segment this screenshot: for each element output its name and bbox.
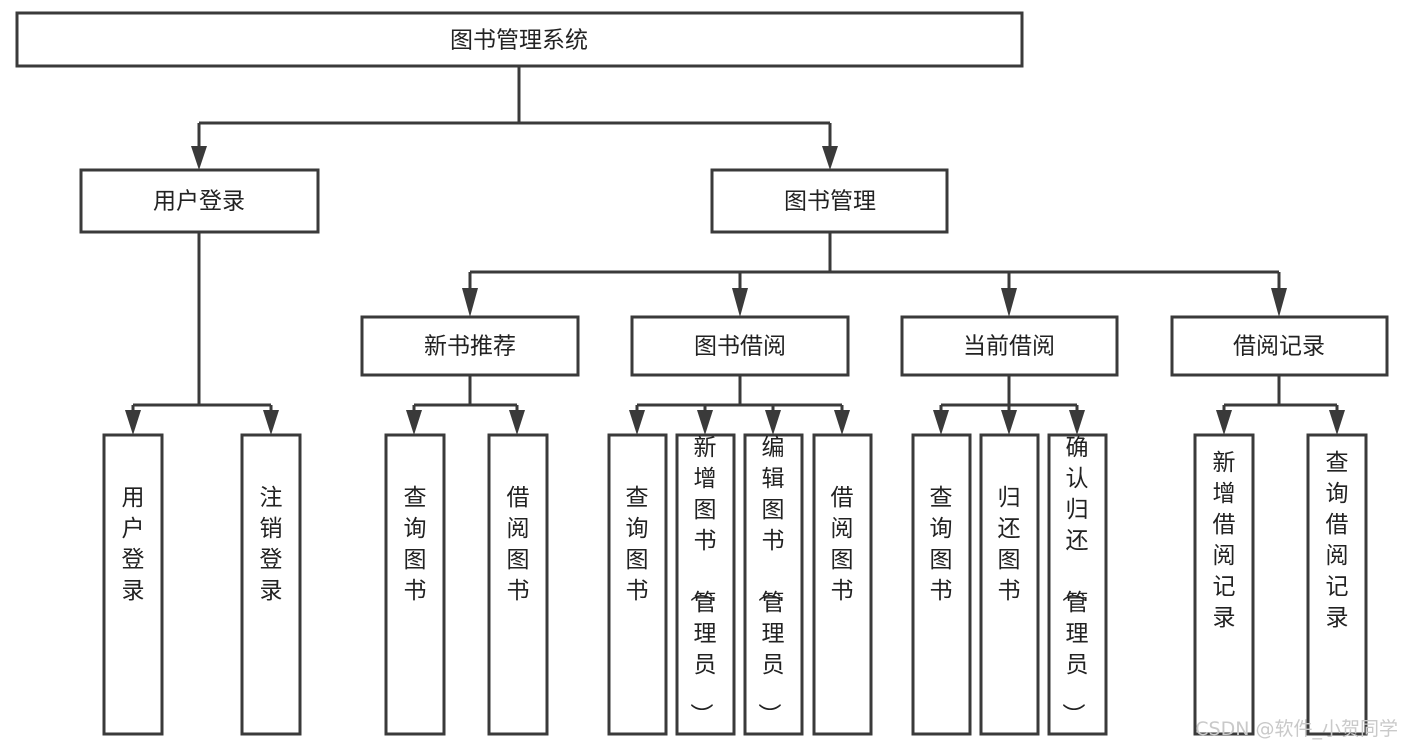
leaf-bookborrow-add-book-label: 新增图书（管理员） [688, 435, 717, 726]
leaf-user-login-login-box[interactable] [102, 433, 164, 736]
connector-layer [125, 66, 1345, 435]
leaf-bookborrow-borrow-book-box[interactable] [812, 433, 873, 736]
arrow-head-leaf-user-login [125, 410, 141, 435]
leaf-user-login-logout-label: 注销登录 [260, 485, 283, 604]
arrow-head-currentborrow-leaf-2 [1001, 410, 1017, 435]
leaf-borrowrecord-add-record[interactable]: 新增借阅记录 [1193, 433, 1255, 736]
leaf-user-login-logout[interactable]: 注销登录 [240, 433, 302, 736]
arrow-head-borrowrecord-leaf-2 [1329, 410, 1345, 435]
arrow-head-bookborrow-leaf-4 [834, 410, 850, 435]
arrow-head-new-book-recommend [462, 288, 478, 317]
leaf-borrowrecord-query-record[interactable]: 查询借阅记录 [1306, 433, 1368, 736]
arrow-head-newbook-leaf-2 [509, 410, 525, 435]
node-book-manage-box[interactable] [710, 168, 949, 234]
node-book-borrow[interactable]: 图书借阅 [630, 315, 850, 377]
arrow-head-bookborrow-leaf-3 [765, 410, 781, 435]
arrow-head-book-borrow [732, 288, 748, 317]
arrow-head-user-login [191, 146, 207, 170]
leaf-newbook-query-book[interactable]: 查询图书 [384, 433, 446, 736]
leaf-bookborrow-edit-book-box[interactable] [743, 433, 804, 736]
leaf-borrowrecord-query-record-box[interactable] [1306, 433, 1368, 736]
node-book-borrow-box[interactable] [630, 315, 850, 377]
leaf-user-login-logout-box[interactable] [240, 433, 302, 736]
leaf-layer: 用户登录 注销登录 查询图书 借阅图书 查询图书 新增图书 [102, 433, 1368, 736]
csdn-watermark: CSDN @软件_小贺同学 [1195, 718, 1398, 740]
node-new-book-recommend-box[interactable] [360, 315, 580, 377]
leaf-currentborrow-return-book-label: 归还图书 [998, 485, 1021, 604]
leaf-bookborrow-edit-book[interactable]: 编辑图书（管理员） [743, 433, 804, 736]
leaf-currentborrow-query-book-box[interactable] [911, 433, 972, 736]
leaf-bookborrow-query-book-box[interactable] [607, 433, 668, 736]
node-current-borrow[interactable]: 当前借阅 [900, 315, 1119, 377]
leaf-user-login-login-label: 用户登录 [122, 485, 145, 604]
node-user-login[interactable]: 用户登录 [79, 168, 320, 234]
node-borrow-record-box[interactable] [1170, 315, 1389, 377]
leaf-bookborrow-query-book[interactable]: 查询图书 [607, 433, 668, 736]
leaf-bookborrow-edit-book-label: 编辑图书（管理员） [756, 435, 785, 726]
leaf-bookborrow-borrow-book[interactable]: 借阅图书 [812, 433, 873, 736]
node-user-login-label: 用户登录 [153, 189, 245, 215]
node-root-label: 图书管理系统 [450, 28, 588, 54]
leaf-currentborrow-query-book[interactable]: 查询图书 [911, 433, 972, 736]
arrow-head-book-manage [822, 146, 838, 170]
arrow-head-bookborrow-leaf-1 [629, 410, 645, 435]
arrow-head-currentborrow-leaf-1 [933, 410, 949, 435]
leaf-currentborrow-confirm-return-label: 确认归还（管理员） [1060, 435, 1089, 726]
node-book-manage[interactable]: 图书管理 [710, 168, 949, 234]
leaf-newbook-query-book-box[interactable] [384, 433, 446, 736]
leaf-borrowrecord-query-record-label: 查询借阅记录 [1326, 450, 1349, 631]
leaf-bookborrow-add-book-box[interactable] [675, 433, 736, 736]
leaf-newbook-borrow-book-box[interactable] [487, 433, 549, 736]
leaf-user-login-login[interactable]: 用户登录 [102, 433, 164, 736]
leaf-borrowrecord-add-record-label: 新增借阅记录 [1213, 450, 1236, 631]
node-current-borrow-box[interactable] [900, 315, 1119, 377]
leaf-bookborrow-query-book-label: 查询图书 [626, 485, 649, 604]
arrow-head-currentborrow-leaf-3 [1069, 410, 1085, 435]
leaf-currentborrow-confirm-return-box[interactable] [1047, 433, 1108, 736]
leaf-borrowrecord-add-record-box[interactable] [1193, 433, 1255, 736]
node-new-book-recommend[interactable]: 新书推荐 [360, 315, 580, 377]
arrow-head-current-borrow [1001, 288, 1017, 317]
leaf-currentborrow-return-book[interactable]: 归还图书 [979, 433, 1040, 736]
leaf-bookborrow-add-book[interactable]: 新增图书（管理员） [675, 433, 736, 736]
node-book-manage-label: 图书管理 [784, 189, 876, 215]
node-new-book-recommend-label: 新书推荐 [424, 334, 516, 360]
node-root-box[interactable] [15, 11, 1024, 68]
node-user-login-box[interactable] [79, 168, 320, 234]
node-borrow-record[interactable]: 借阅记录 [1170, 315, 1389, 377]
leaf-currentborrow-query-book-label: 查询图书 [930, 485, 953, 604]
leaf-newbook-borrow-book[interactable]: 借阅图书 [487, 433, 549, 736]
leaf-newbook-query-book-label: 查询图书 [404, 485, 427, 604]
node-current-borrow-label: 当前借阅 [963, 334, 1055, 360]
leaf-currentborrow-return-book-box[interactable] [979, 433, 1040, 736]
node-root[interactable]: 图书管理系统 [15, 11, 1024, 68]
arrow-head-bookborrow-leaf-2 [697, 410, 713, 435]
leaf-bookborrow-borrow-book-label: 借阅图书 [831, 485, 854, 604]
leaf-currentborrow-confirm-return[interactable]: 确认归还（管理员） [1047, 433, 1108, 736]
arrow-head-newbook-leaf-1 [406, 410, 422, 435]
node-book-borrow-label: 图书借阅 [694, 334, 786, 360]
arrow-head-leaf-logout [263, 410, 279, 435]
arrow-head-borrowrecord-leaf-1 [1216, 410, 1232, 435]
leaf-newbook-borrow-book-label: 借阅图书 [507, 485, 530, 604]
node-borrow-record-label: 借阅记录 [1233, 334, 1325, 360]
arrow-head-borrow-record [1271, 288, 1287, 317]
